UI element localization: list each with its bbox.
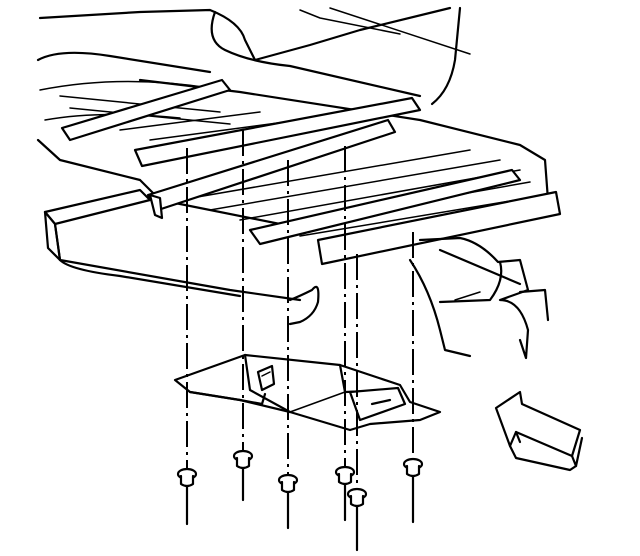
bolt-icon [402, 457, 424, 524]
bolt-icon [232, 449, 254, 502]
bolt-icon [176, 467, 198, 526]
skid-plate [173, 353, 442, 432]
frame-rail [43, 188, 302, 302]
bolt-icon [277, 473, 299, 530]
bolt-icon [346, 487, 368, 552]
direction-arrow-icon [494, 390, 584, 472]
cross-rails [60, 78, 562, 266]
bolt-icon [334, 465, 356, 522]
floor-pan [36, 78, 550, 237]
side-bracket [288, 236, 550, 360]
alignment-lines [186, 130, 414, 490]
fasteners-group [176, 449, 424, 552]
vehicle-body [36, 6, 471, 121]
